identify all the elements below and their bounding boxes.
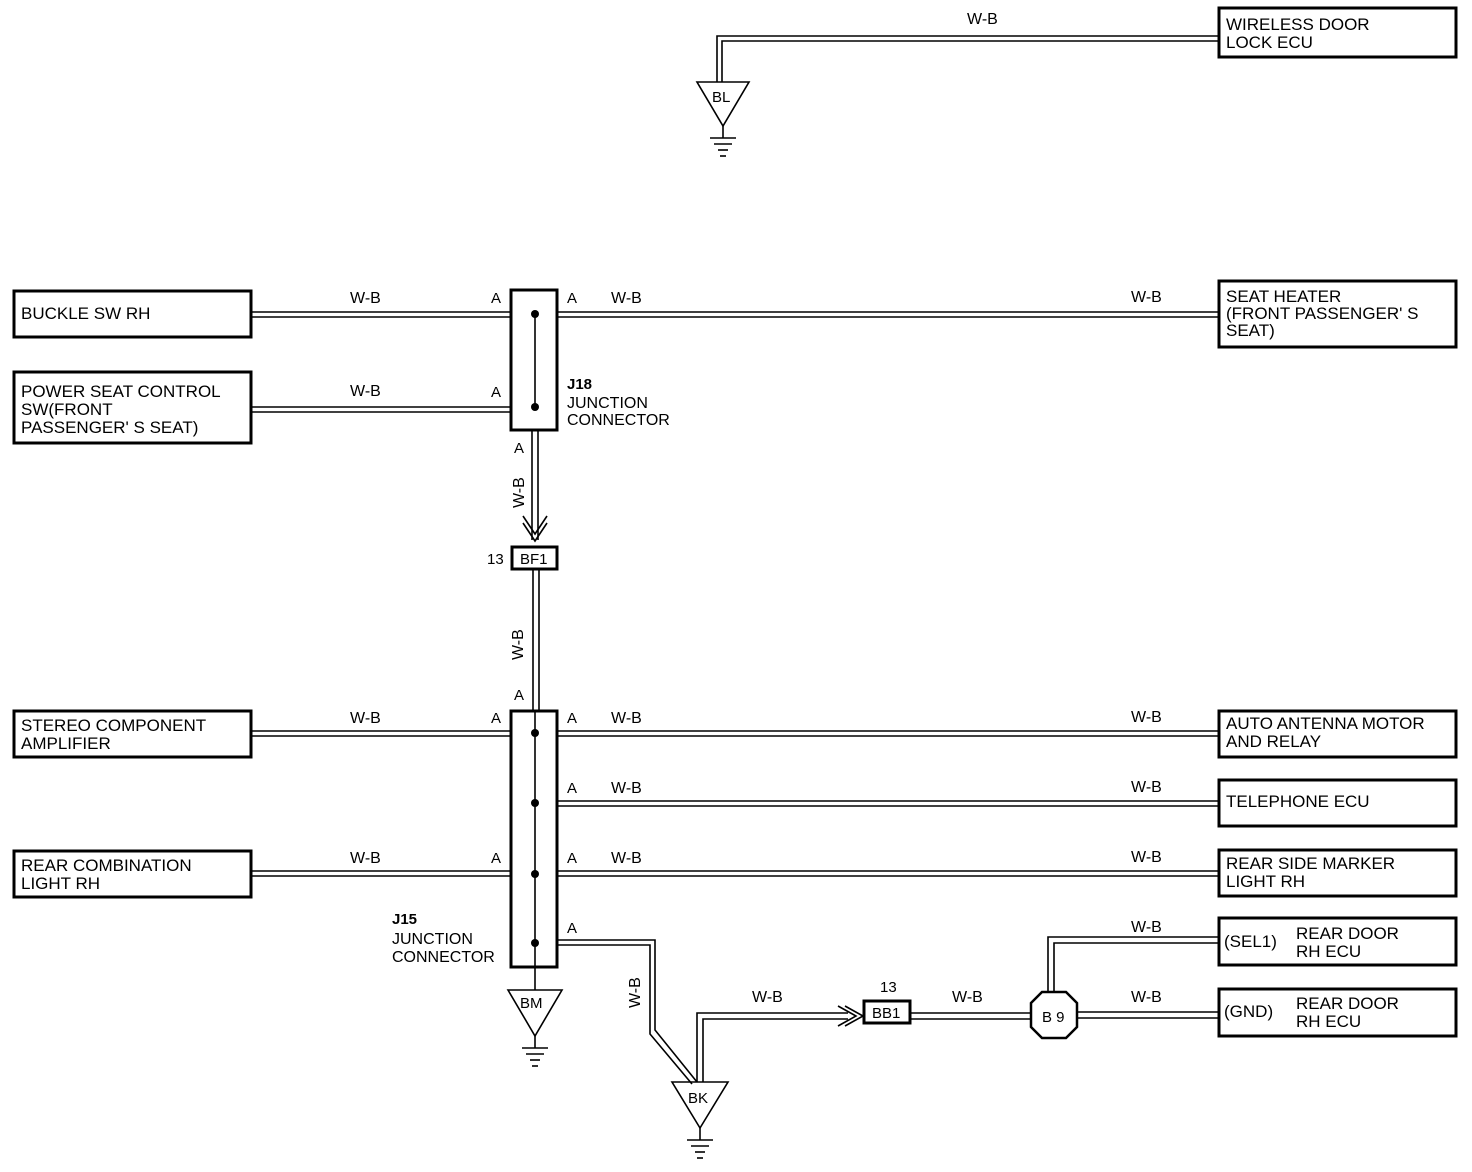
- rear-door-sel1-label-1: REAR DOOR: [1296, 924, 1399, 943]
- auto-antenna-label-1: AUTO ANTENNA MOTOR: [1226, 714, 1425, 733]
- junction-dot: [531, 939, 539, 947]
- wireless-door-lock-ecu-label-2: LOCK ECU: [1226, 33, 1313, 52]
- rear-combination-label-2: LIGHT RH: [21, 874, 100, 893]
- seat-heater-label-1: SEAT HEATER: [1226, 287, 1341, 306]
- junction-dot: [531, 310, 539, 318]
- j15-name-1: JUNCTION: [392, 931, 473, 948]
- power-seat-control-sw-label-2: SW(FRONT: [21, 400, 113, 419]
- rear-side-marker-label-1: REAR SIDE MARKER: [1226, 854, 1395, 873]
- power-seat-control-sw-box: [12, 370, 253, 445]
- j18-circuit: BUCKLE SW RH W-B A POWER SEAT CONTROL SW…: [12, 279, 1458, 543]
- bf1-connector: BF1 13 W-B A: [487, 545, 559, 712]
- j15-name-2: CONNECTOR: [392, 949, 495, 966]
- ground-bm-label: BM: [520, 995, 543, 1012]
- stereo-amplifier-label-1: STEREO COMPONENT: [21, 716, 206, 735]
- power-seat-control-sw-label-3: PASSENGER' S SEAT): [21, 418, 198, 437]
- wire-label: W-B: [1131, 709, 1162, 726]
- wireless-door-lock-circuit: W-B WIRELESS DOOR LOCK ECU BL: [695, 6, 1458, 157]
- wireless-door-lock-ecu-label-1: WIRELESS DOOR: [1226, 15, 1370, 34]
- pin-label: A: [567, 780, 577, 797]
- pin-label: A: [491, 290, 501, 307]
- buckle-sw-rh-label: BUCKLE SW RH: [21, 304, 150, 323]
- seat-heater-label-3: SEAT): [1226, 321, 1275, 340]
- pin-label: A: [491, 384, 501, 401]
- wire-label: W-B: [611, 780, 642, 797]
- auto-antenna-motor-relay-box: [1217, 709, 1458, 759]
- rear-combination-light-rh-box: [12, 849, 253, 899]
- seat-heater-box: [1217, 279, 1458, 349]
- rear-door-sel1-label-2: RH ECU: [1296, 942, 1361, 961]
- ground-bk: BK: [670, 1081, 730, 1159]
- power-seat-control-sw-label-1: POWER SEAT CONTROL: [21, 382, 221, 401]
- wire-label: W-B: [627, 977, 644, 1008]
- b9-connector: [1029, 990, 1079, 1040]
- seat-heater-label-2: (FRONT PASSENGER' S: [1226, 304, 1418, 323]
- stereo-component-amplifier-box: [12, 709, 253, 759]
- rear-door-rh-ecu-sel1-box: [1217, 916, 1458, 967]
- bf1-connector-box: [510, 545, 559, 571]
- bf1-pin: 13: [487, 551, 504, 568]
- wire-label: W-B: [752, 989, 783, 1006]
- telephone-ecu-box: [1217, 778, 1458, 828]
- pin-label: A: [491, 850, 501, 867]
- wire-label: W-B: [952, 989, 983, 1006]
- wire-label: W-B: [611, 850, 642, 867]
- ground-bl-label: BL: [712, 89, 730, 106]
- wire-label: W-B: [611, 290, 642, 307]
- wire-label: W-B: [1131, 849, 1162, 866]
- wire-label: W-B: [611, 710, 642, 727]
- bb1-id: BB1: [872, 1005, 900, 1022]
- bb1-pin: 13: [880, 979, 897, 996]
- wire-label: W-B: [350, 710, 381, 727]
- bb1-connector-box: [862, 999, 912, 1025]
- bf1-id: BF1: [520, 551, 548, 568]
- rear-door-gnd-pin: (GND): [1224, 1002, 1273, 1021]
- bk-bb1-b9-circuit: W-B BK BB1 13 W-B B 9 W-B W-B: [670, 916, 1458, 1159]
- ground-bl: BL: [695, 81, 751, 157]
- auto-antenna-label-2: AND RELAY: [1226, 732, 1321, 751]
- junction-dot: [531, 870, 539, 878]
- rear-side-marker-label-2: LIGHT RH: [1226, 872, 1305, 891]
- ground-bm: BM: [506, 967, 564, 1067]
- wire-label: W-B: [350, 383, 381, 400]
- j15-id: J15: [392, 911, 417, 928]
- pin-label: A: [567, 290, 577, 307]
- j18-id: J18: [567, 376, 592, 393]
- pin-label: A: [567, 920, 577, 937]
- j15-circuit: J15 JUNCTION CONNECTOR STEREO COMPONENT …: [12, 709, 1458, 1085]
- ground-bk-label: BK: [688, 1090, 708, 1107]
- wire-label: W-B: [1131, 919, 1162, 936]
- wire-label: W-B: [1131, 989, 1162, 1006]
- rear-door-sel1-pin: (SEL1): [1224, 932, 1277, 951]
- wireless-door-lock-ecu-box: [1217, 6, 1458, 59]
- rear-side-marker-light-rh-box: [1217, 848, 1458, 898]
- junction-dot: [531, 403, 539, 411]
- rear-door-rh-ecu-gnd-box: [1217, 987, 1458, 1038]
- wire-label: W-B: [350, 290, 381, 307]
- b9-id: B 9: [1042, 1009, 1065, 1026]
- wire-label: W-B: [1131, 779, 1162, 796]
- stereo-amplifier-label-2: AMPLIFIER: [21, 734, 111, 753]
- wire-label: W-B: [510, 629, 527, 660]
- junction-dot: [531, 729, 539, 737]
- buckle-sw-rh-box: [12, 289, 253, 339]
- pin-label: A: [567, 710, 577, 727]
- wire-label: W-B: [511, 477, 528, 508]
- j15-junction-connector: [509, 709, 559, 969]
- j18-name-1: JUNCTION: [567, 395, 648, 412]
- rear-door-gnd-label-2: RH ECU: [1296, 1012, 1361, 1031]
- junction-dot: [531, 799, 539, 807]
- wire-label: W-B: [967, 11, 998, 28]
- pin-label: A: [514, 440, 524, 457]
- pin-label: A: [491, 710, 501, 727]
- j18-name-2: CONNECTOR: [567, 412, 670, 429]
- wire-label: W-B: [350, 850, 381, 867]
- pin-label: A: [514, 687, 524, 704]
- telephone-ecu-label: TELEPHONE ECU: [1226, 792, 1370, 811]
- rear-door-gnd-label-1: REAR DOOR: [1296, 994, 1399, 1013]
- rear-combination-label-1: REAR COMBINATION: [21, 856, 192, 875]
- pin-label: A: [567, 850, 577, 867]
- wire-label: W-B: [1131, 289, 1162, 306]
